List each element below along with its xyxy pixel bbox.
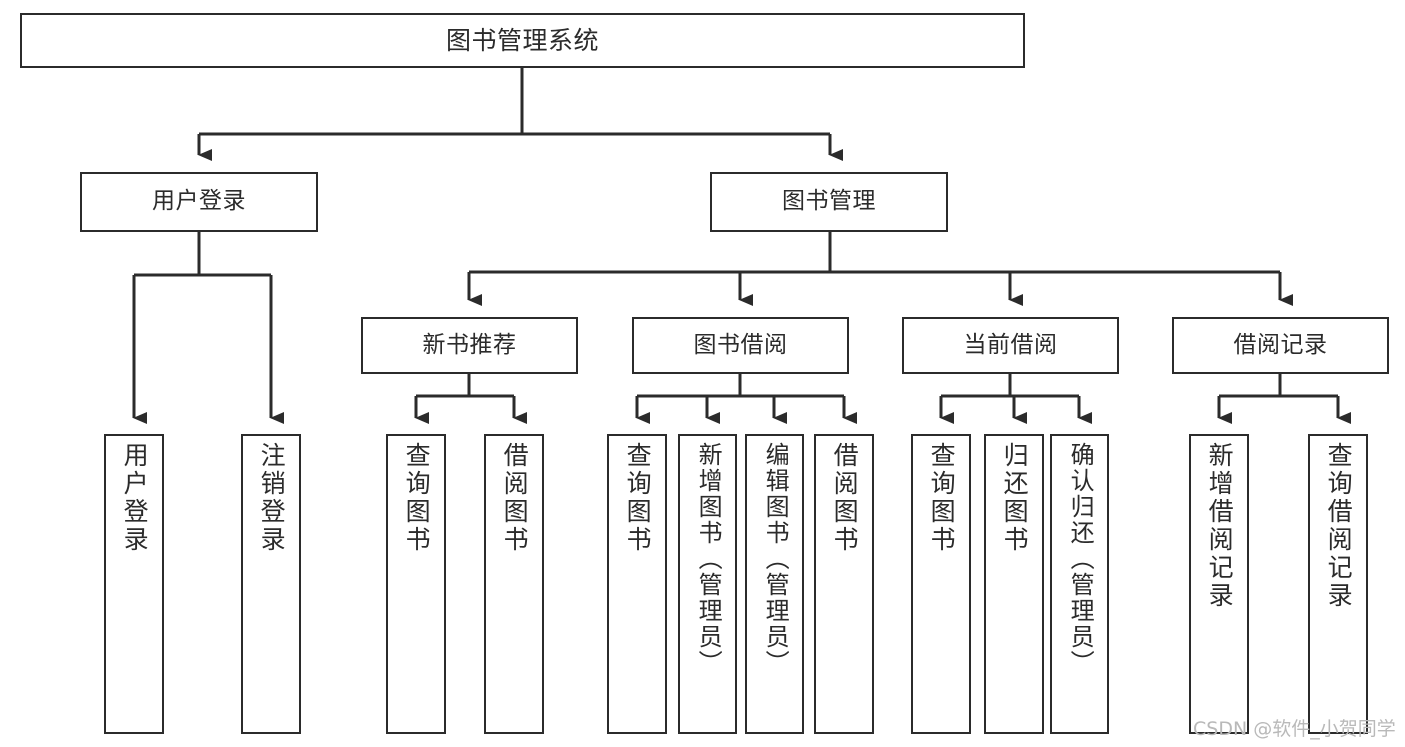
node-current-borrow[interactable]: 当前借阅 (902, 317, 1119, 374)
leaf-logout[interactable]: 注销登录 (241, 434, 301, 734)
leaf-query-record[interactable]: 查询借阅记录 (1308, 434, 1368, 734)
node-user-login[interactable]: 用户登录 (80, 172, 318, 232)
leaf-borrow-book-2-label: 借阅图书 (830, 442, 860, 554)
leaf-query-book-1[interactable]: 查询图书 (386, 434, 446, 734)
node-new-book-recommend-label: 新书推荐 (422, 331, 517, 358)
node-root-label: 图书管理系统 (445, 25, 599, 55)
leaf-edit-book[interactable]: 编辑图书（管理员） (745, 434, 804, 734)
leaf-query-book-3[interactable]: 查询图书 (911, 434, 971, 734)
node-user-login-label: 用户登录 (152, 188, 246, 215)
node-borrow-record[interactable]: 借阅记录 (1172, 317, 1389, 374)
node-root[interactable]: 图书管理系统 (20, 13, 1025, 68)
leaf-query-book-2-label: 查询图书 (623, 442, 653, 554)
leaf-confirm-return-label: 确认归还（管理员） (1066, 442, 1095, 676)
leaf-borrow-book-1[interactable]: 借阅图书 (484, 434, 544, 734)
node-borrow-record-label: 借阅记录 (1233, 331, 1328, 358)
node-book-borrow[interactable]: 图书借阅 (632, 317, 849, 374)
leaf-user-login[interactable]: 用户登录 (104, 434, 164, 734)
leaf-confirm-return[interactable]: 确认归还（管理员） (1050, 434, 1109, 734)
leaf-edit-book-label: 编辑图书（管理员） (761, 442, 790, 676)
leaf-query-book-2[interactable]: 查询图书 (607, 434, 667, 734)
node-book-borrow-label: 图书借阅 (693, 331, 788, 358)
leaf-logout-label: 注销登录 (257, 442, 287, 554)
node-book-manage-label: 图书管理 (782, 188, 876, 215)
leaf-add-book-label: 新增图书（管理员） (694, 442, 723, 676)
node-current-borrow-label: 当前借阅 (963, 331, 1058, 358)
node-new-book-recommend[interactable]: 新书推荐 (361, 317, 578, 374)
leaf-borrow-book-1-label: 借阅图书 (500, 442, 530, 554)
leaf-return-book-label: 归还图书 (1000, 442, 1030, 554)
leaf-query-record-label: 查询借阅记录 (1324, 442, 1354, 610)
leaf-borrow-book-2[interactable]: 借阅图书 (814, 434, 874, 734)
leaf-add-record-label: 新增借阅记录 (1205, 442, 1235, 610)
node-book-manage[interactable]: 图书管理 (710, 172, 948, 232)
leaf-query-book-3-label: 查询图书 (927, 442, 957, 554)
leaf-add-book[interactable]: 新增图书（管理员） (678, 434, 737, 734)
leaf-return-book[interactable]: 归还图书 (984, 434, 1044, 734)
leaf-user-login-label: 用户登录 (120, 442, 150, 554)
leaf-add-record[interactable]: 新增借阅记录 (1189, 434, 1249, 734)
leaf-query-book-1-label: 查询图书 (402, 442, 432, 554)
